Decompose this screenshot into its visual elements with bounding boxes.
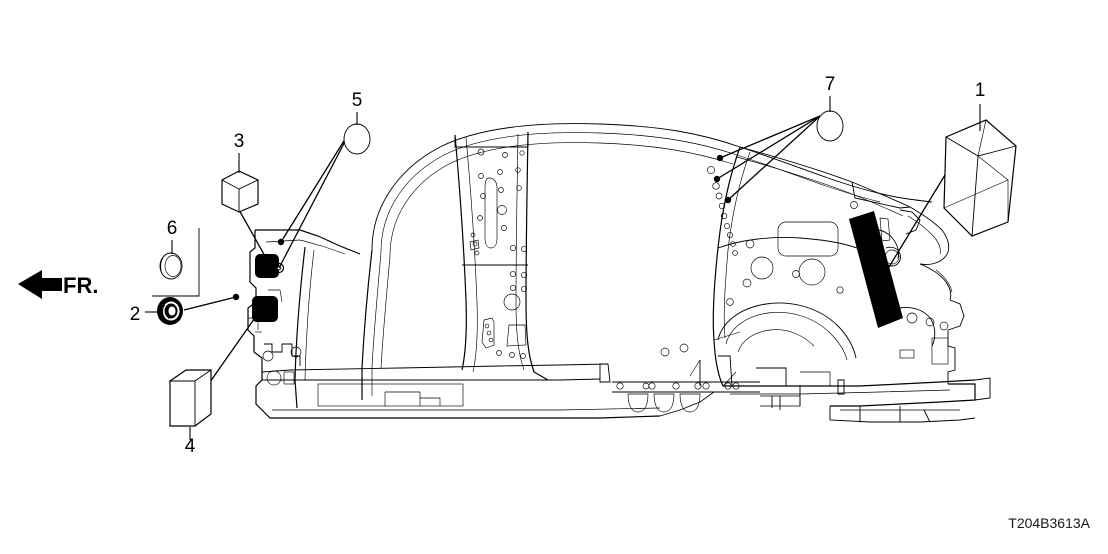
- callout-5-ellipse-icon: [343, 123, 371, 155]
- callout-label-7: 7: [825, 74, 836, 95]
- part-1-illustration: [943, 119, 1017, 237]
- grommet-rear-elongated: [849, 211, 903, 328]
- fr-label: FR.: [63, 273, 98, 298]
- part-6-detail-box: [152, 228, 200, 297]
- leader-lines: [183, 115, 946, 383]
- part-2-illustration: [157, 297, 183, 325]
- callout-label-4: 4: [185, 436, 196, 457]
- part-6-oval-plug: [159, 252, 183, 280]
- callout-label-2: 2: [130, 304, 141, 325]
- drawing-code-label: T204B3613A: [1008, 515, 1090, 531]
- callout-label-5: 5: [352, 90, 363, 111]
- part-4-illustration: [169, 369, 212, 427]
- callout-labels: 1 2 3 4 5 6 7: [130, 74, 986, 457]
- body-grommets: [252, 211, 903, 328]
- grommet-lower-square: [252, 296, 278, 322]
- callout-label-3: 3: [234, 131, 245, 152]
- left-arrow-icon: [18, 270, 62, 299]
- grommet-small-round: [273, 262, 285, 274]
- orientation-indicator: FR.: [18, 270, 98, 299]
- part-3-illustration: [221, 170, 259, 213]
- callout-label-6: 6: [167, 218, 178, 239]
- callout-label-1: 1: [975, 80, 986, 101]
- callout-7-ellipse-icon: [816, 110, 844, 142]
- grommet-upper-square: [255, 254, 279, 278]
